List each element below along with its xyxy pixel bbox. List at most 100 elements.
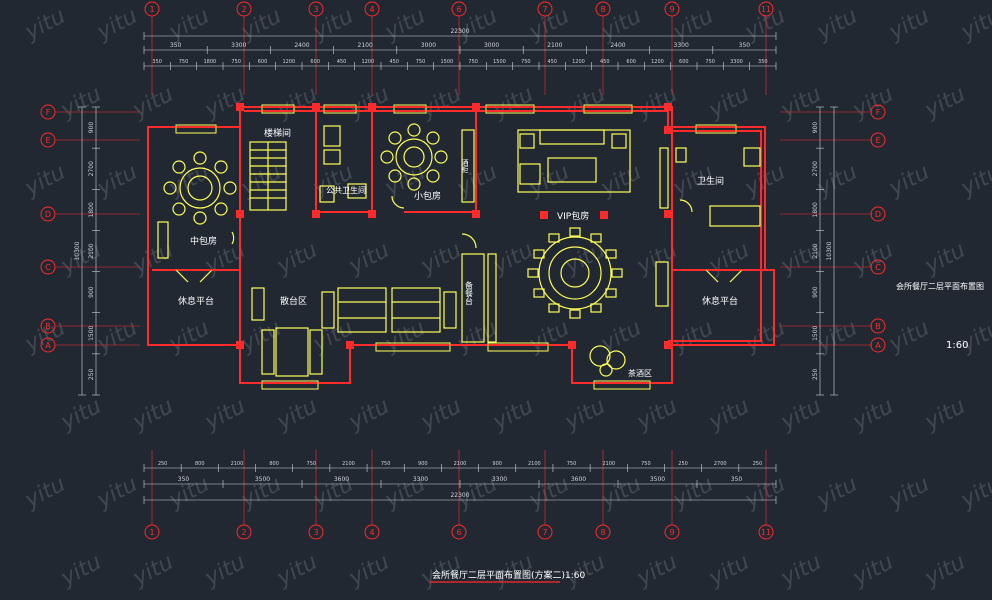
side-scale: 1:60: [946, 340, 968, 351]
dimension-label: 900: [418, 461, 428, 467]
dimension-label: 600: [626, 59, 636, 65]
dimension-label: 2700: [714, 461, 727, 467]
dimension-label: 2100: [528, 461, 541, 467]
grid-axis-bubble: [40, 206, 56, 222]
grid-axis-label: 8: [600, 5, 605, 14]
label-service: 备餐台: [465, 280, 474, 306]
dimension-label: 750: [231, 59, 241, 65]
dimension-label: 3300: [413, 476, 428, 483]
label-wc: 卫生间: [697, 175, 724, 187]
grid-axis-label: F: [46, 108, 51, 117]
round-table-medium: [163, 151, 237, 225]
grid-axis-label: 2: [241, 528, 246, 537]
label-public-wc: 公共卫生间: [326, 185, 366, 195]
dimension-label: 22300: [450, 28, 469, 35]
dimension-label: 350: [170, 42, 182, 49]
round-table-small: [380, 123, 448, 191]
dimension-label: 350: [731, 476, 743, 483]
dimension-label: 450: [600, 59, 610, 65]
grid-axis-label: 6: [456, 528, 461, 537]
grid-axis-bubble: [758, 524, 774, 540]
grid-axis-bubble: [664, 1, 680, 17]
dimension-label: 2400: [610, 42, 625, 49]
grid-axis-bubble: [40, 132, 56, 148]
label-stair: 楼梯间: [264, 127, 291, 139]
grid-axis-bubble: [236, 524, 252, 540]
grid-axis-label: 9: [669, 528, 674, 537]
dimension-label: 3500: [255, 476, 270, 483]
grid-axis-bubble: [870, 132, 886, 148]
grid-axis-bubble: [40, 318, 56, 334]
windows: [175, 104, 737, 390]
plants: [589, 345, 626, 377]
dimension-label: 600: [310, 59, 320, 65]
grid-axis-bubble: [870, 206, 886, 222]
stair: [249, 141, 287, 211]
dimension-label: 900: [812, 122, 819, 134]
grid-axis-bubble: [537, 524, 553, 540]
grid-axis-bubble: [40, 259, 56, 275]
dimension-label: 1200: [572, 59, 585, 65]
grid-axis-bubble: [870, 104, 886, 120]
dimension-label: 450: [547, 59, 557, 65]
dimension-label: 2700: [812, 161, 819, 176]
dimension-label: 3600: [571, 476, 586, 483]
dimension-label: 2100: [454, 461, 467, 467]
dimension-label: 900: [812, 286, 819, 298]
dimension-label: 250: [158, 461, 168, 467]
dimension-label: 2100: [231, 461, 244, 467]
grid-axis-label: 1: [149, 5, 154, 14]
dimension-label: 750: [307, 461, 317, 467]
grid-axis-bubble: [758, 1, 774, 17]
dimension-label: 800: [269, 461, 279, 467]
lounge-tables: [251, 287, 457, 377]
dimension-label: 3300: [492, 476, 507, 483]
dimension-label: 3300: [231, 42, 246, 49]
dimension-label: 800: [195, 461, 205, 467]
dimension-label: 3600: [334, 476, 349, 483]
doors: [231, 195, 693, 249]
grid-axis-label: A: [875, 341, 881, 350]
dimension-label: 1800: [812, 202, 819, 217]
grid-axis-bubble: [308, 524, 324, 540]
dimension-label: 350: [739, 42, 751, 49]
dimension-label: 3000: [484, 42, 499, 49]
dimension-label: 1200: [651, 59, 664, 65]
dimension-label: 250: [678, 461, 688, 467]
grid-axis-label: C: [875, 263, 881, 272]
grid-axis-bubble: [595, 1, 611, 17]
dimension-label: 22300: [450, 492, 469, 499]
dimension-label: 2100: [358, 42, 373, 49]
grid-axis-label: E: [875, 136, 880, 145]
vip-sofa-set: [517, 129, 631, 193]
wc-fixtures: [675, 147, 761, 227]
dimension-label: 1800: [203, 59, 216, 65]
dimension-label: 1500: [440, 59, 453, 65]
grid-axis-bubble: [236, 1, 252, 17]
label-small-room: 小包房: [414, 190, 441, 202]
grid-axis-label: 4: [369, 528, 374, 537]
dimension-label: 900: [88, 122, 95, 134]
bottom-title: 会所餐厅二层平面布置图(方案二)1:60: [432, 569, 586, 581]
grid-axis-label: 1: [149, 528, 154, 537]
grid-axis-bubble: [870, 259, 886, 275]
grid-axis-bubble: [537, 1, 553, 17]
dimension-label: 350: [758, 59, 768, 65]
grid-axis-label: B: [875, 322, 881, 331]
dimension-label: 1500: [88, 325, 95, 340]
label-tea: 茶酒区: [628, 368, 652, 378]
dimension-label: 450: [389, 59, 399, 65]
label-rest-right: 休息平台: [702, 295, 738, 307]
room-labels: 楼梯间 中包房 公共卫生间 小包房 VIP包房 卫生间 休息平台 休息平台 散台…: [178, 127, 738, 378]
grid-axis-label: 3: [313, 528, 318, 537]
grid-axis-bubble: [870, 337, 886, 353]
grid-axis-bubble: [451, 1, 467, 17]
grid-axis-label: 4: [369, 5, 374, 14]
grid-axis-label: E: [45, 136, 50, 145]
label-lounge: 散台区: [280, 295, 307, 307]
grid-axis-bubble: [308, 1, 324, 17]
furniture: [157, 123, 761, 377]
dimension-label: 900: [492, 461, 502, 467]
